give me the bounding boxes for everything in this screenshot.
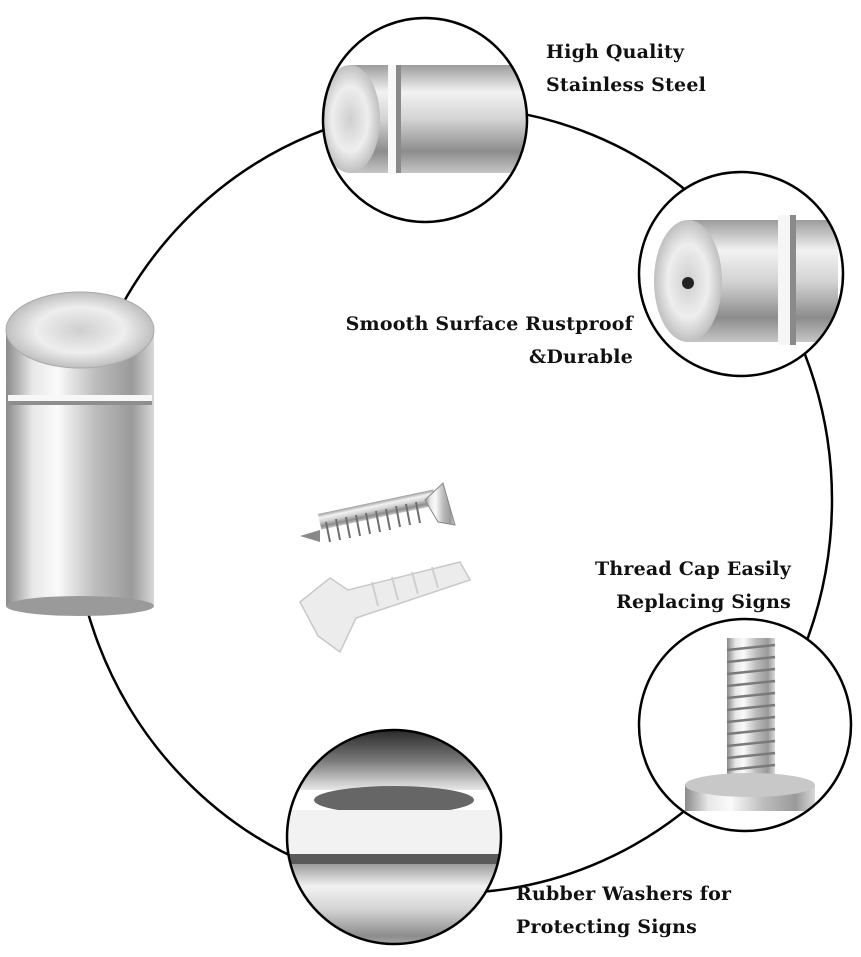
detail-circle-thread — [637, 617, 853, 833]
center-hole — [682, 277, 694, 289]
detail-circle-rubber — [285, 728, 503, 946]
feature-label-line: High Quality — [546, 41, 685, 63]
feature-label-line: Replacing Signs — [616, 591, 791, 613]
feature-label-smooth: Smooth Surface Rustproof &Durable — [346, 308, 633, 374]
feature-label-line: Stainless Steel — [546, 74, 707, 96]
standoff-cylinder — [5, 291, 155, 616]
detail-circle-quality — [321, 16, 529, 224]
wall-anchor — [299, 561, 472, 654]
feature-label-line: Rubber Washers for — [516, 883, 732, 905]
feature-label-line: Protecting Signs — [516, 916, 698, 938]
feature-label-line: Thread Cap Easily — [595, 558, 791, 580]
detail-circle-smooth — [637, 170, 845, 378]
feature-label-thread: Thread Cap Easily Replacing Signs — [595, 553, 791, 619]
screw — [300, 482, 456, 543]
feature-label-line: Smooth Surface Rustproof — [345, 313, 633, 335]
feature-label-line: &Durable — [529, 346, 633, 368]
feature-label-rubber: Rubber Washers for Protecting Signs — [516, 878, 731, 944]
feature-label-quality: High Quality Stainless Steel — [546, 36, 706, 102]
